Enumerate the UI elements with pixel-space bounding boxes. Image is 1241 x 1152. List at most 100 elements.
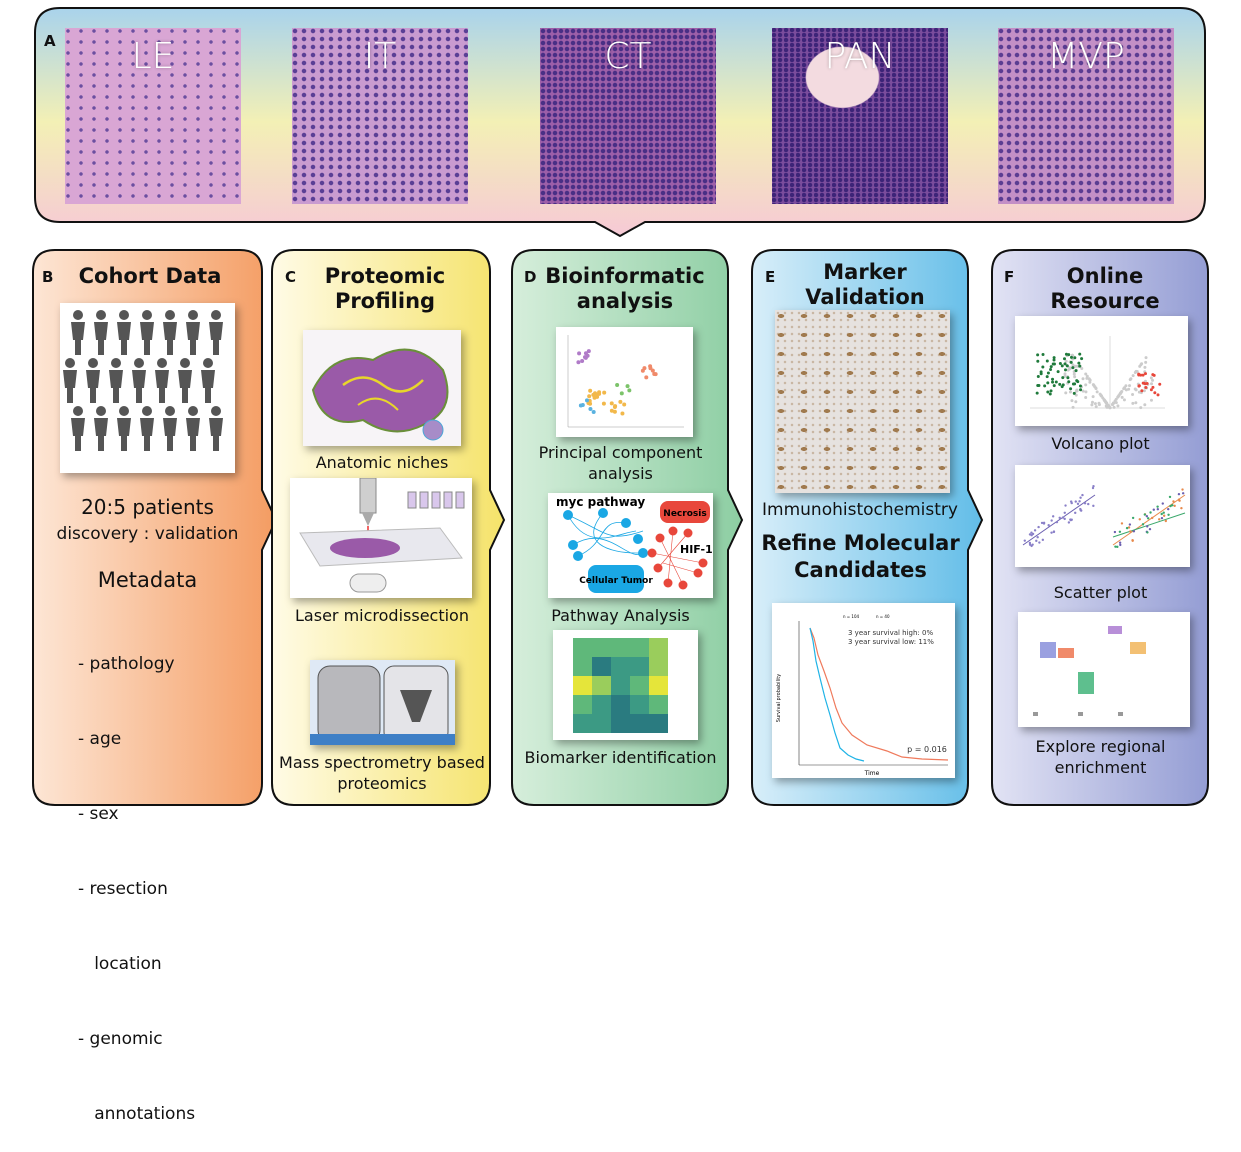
volcano-point	[1035, 391, 1039, 395]
niche-label: MVP	[1047, 36, 1125, 77]
scatter-point	[1061, 516, 1065, 519]
pca-scatter	[567, 335, 684, 428]
scatter-point	[1177, 492, 1181, 496]
volcano-point	[1036, 359, 1040, 363]
person-body	[178, 370, 192, 403]
pca-point	[613, 404, 618, 409]
person-body	[209, 322, 223, 355]
volcano-point	[1074, 393, 1078, 397]
volcano-point	[1128, 384, 1132, 388]
tissue-image-it: IT	[292, 28, 468, 204]
volcano-scatter	[1030, 336, 1165, 410]
volcano-point	[1151, 378, 1155, 382]
person-body	[86, 370, 100, 403]
volcano-point	[1074, 369, 1078, 373]
scatter-point	[1128, 523, 1132, 526]
survival-plot: Survival probability Time n = 104 n = 40…	[772, 603, 955, 778]
volcano-point	[1064, 352, 1068, 356]
person-body	[186, 322, 200, 355]
scatter-point	[1156, 508, 1160, 511]
volcano-point	[1138, 364, 1142, 368]
volcano-point	[1142, 389, 1146, 393]
volcano-point	[1062, 357, 1066, 361]
person-head	[188, 406, 198, 416]
volcano-point	[1051, 377, 1055, 381]
scatter-point	[1050, 531, 1053, 534]
panel-a-letter: A	[44, 32, 56, 50]
volcano-point	[1041, 365, 1045, 369]
person-body	[71, 418, 85, 451]
scatter-point	[1151, 516, 1154, 520]
pca-point	[588, 388, 593, 393]
scatter-point	[1083, 502, 1087, 505]
pathway-caption: Pathway Analysis	[551, 606, 690, 625]
person-body	[140, 418, 154, 451]
volcano-point	[1099, 393, 1103, 397]
survival-high-text: 3 year survival high: 0%	[848, 629, 933, 637]
pca-point	[601, 401, 606, 406]
scatter-point	[1160, 512, 1163, 516]
volcano-point	[1075, 388, 1079, 392]
high-n: n = 40	[876, 614, 890, 619]
person-body	[94, 322, 108, 355]
volcano-point	[1131, 401, 1135, 405]
boxplot-image	[1018, 612, 1190, 727]
person-body	[201, 370, 215, 403]
volcano-point	[1074, 400, 1078, 404]
pca-point	[577, 351, 582, 356]
scatter-point	[1167, 507, 1170, 511]
scatter-point	[1161, 502, 1164, 505]
volcano-point	[1085, 376, 1089, 380]
scatter-point	[1035, 539, 1038, 543]
scatter-point	[1079, 496, 1082, 499]
volcano-point	[1072, 391, 1076, 395]
person-head	[211, 406, 221, 416]
volcano-point	[1060, 385, 1064, 389]
volcano-point	[1046, 371, 1050, 375]
person-head	[88, 358, 98, 368]
volcano-point	[1116, 404, 1120, 408]
scatter-point	[1181, 488, 1184, 491]
volcano-point	[1140, 389, 1144, 393]
person-head	[165, 310, 175, 320]
volcano-point	[1144, 385, 1148, 389]
person-body	[117, 418, 131, 451]
scatter-point	[1131, 516, 1135, 520]
heatmap-cell	[611, 714, 630, 733]
patient-ratio: 20:5 patients	[81, 495, 214, 519]
scatter-point	[1164, 519, 1168, 523]
volcano-point	[1073, 356, 1077, 360]
heatmap-cell	[630, 714, 649, 733]
patient-ratio-sub: discovery : validation	[56, 524, 239, 544]
volcano-point	[1133, 371, 1137, 375]
volcano-point	[1052, 384, 1056, 388]
heatmap-cell	[573, 657, 592, 676]
person-head	[96, 310, 106, 320]
scatter-point	[1169, 504, 1172, 508]
scatter-point	[1116, 545, 1119, 549]
heatmap-cell	[573, 695, 592, 714]
person-body	[63, 370, 77, 403]
scatter-point	[1129, 530, 1132, 533]
anatomic-niches-image	[303, 330, 461, 446]
volcano-point	[1128, 378, 1132, 382]
volcano-point	[1101, 396, 1105, 400]
volcano-point	[1134, 401, 1138, 405]
volcano-point	[1151, 373, 1155, 377]
pca-point	[587, 394, 592, 399]
pca-point	[640, 368, 645, 373]
scatter-point	[1127, 526, 1131, 529]
heatmap-cell	[592, 695, 611, 714]
metadata-item: - resection	[78, 879, 168, 899]
volcano-point	[1158, 382, 1162, 386]
volcano-point	[1156, 393, 1160, 397]
scatter-point	[1028, 541, 1032, 545]
scatter-point	[1168, 495, 1172, 499]
person-head	[65, 358, 75, 368]
scatter-point	[1171, 503, 1174, 507]
pca-point	[591, 392, 596, 397]
myc-pathway-label: myc pathway	[556, 495, 645, 509]
volcano-point	[1069, 387, 1073, 391]
volcano-point	[1045, 375, 1049, 379]
scatter-point	[1119, 543, 1122, 547]
